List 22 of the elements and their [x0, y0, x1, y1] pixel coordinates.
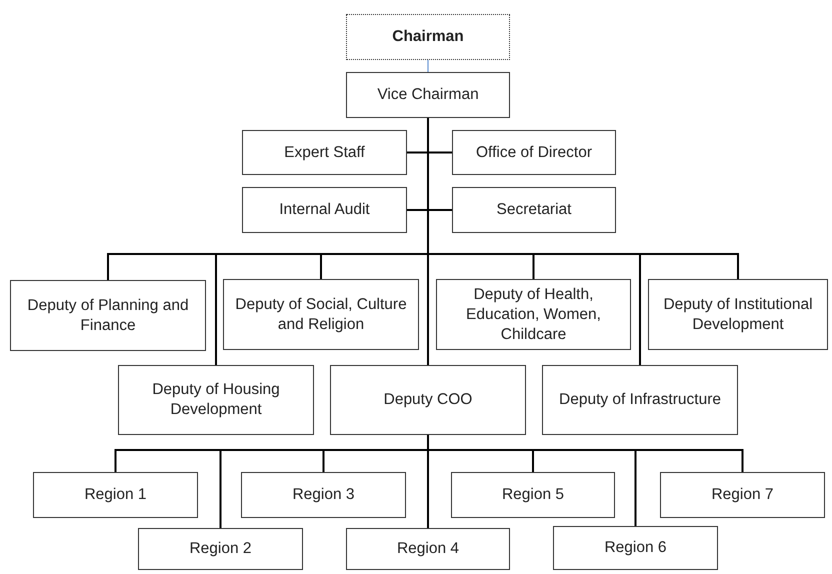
org-box: Region 4	[346, 528, 510, 570]
org-box: Deputy of Institutional Development	[648, 279, 828, 350]
connector-line	[427, 60, 429, 72]
org-box: Deputy of Housing Development	[118, 365, 314, 435]
org-box: Internal Audit	[242, 187, 407, 233]
org-box: Deputy of Social, Culture and Religion	[223, 279, 419, 350]
chairman-box: Chairman	[346, 14, 510, 60]
connector-line	[427, 435, 636, 526]
org-box: Vice Chairman	[346, 72, 510, 118]
org-box: Office of Director	[452, 130, 616, 175]
org-box: Secretariat	[452, 187, 616, 233]
org-box: Region 5	[451, 472, 615, 518]
org-box: Region 3	[241, 472, 406, 518]
org-box: Region 1	[33, 472, 198, 518]
org-box: Deputy of Health, Education, Women, Childcare	[436, 279, 631, 350]
org-box: Region 2	[138, 528, 303, 570]
org-box: Region 7	[660, 472, 825, 518]
org-box: Deputy of Planning and Finance	[10, 280, 206, 351]
org-box: Deputy COO	[330, 365, 526, 435]
org-box: Region 6	[553, 526, 718, 570]
org-box: Deputy of Infrastructure	[542, 365, 738, 435]
org-box: Expert Staff	[242, 130, 407, 175]
